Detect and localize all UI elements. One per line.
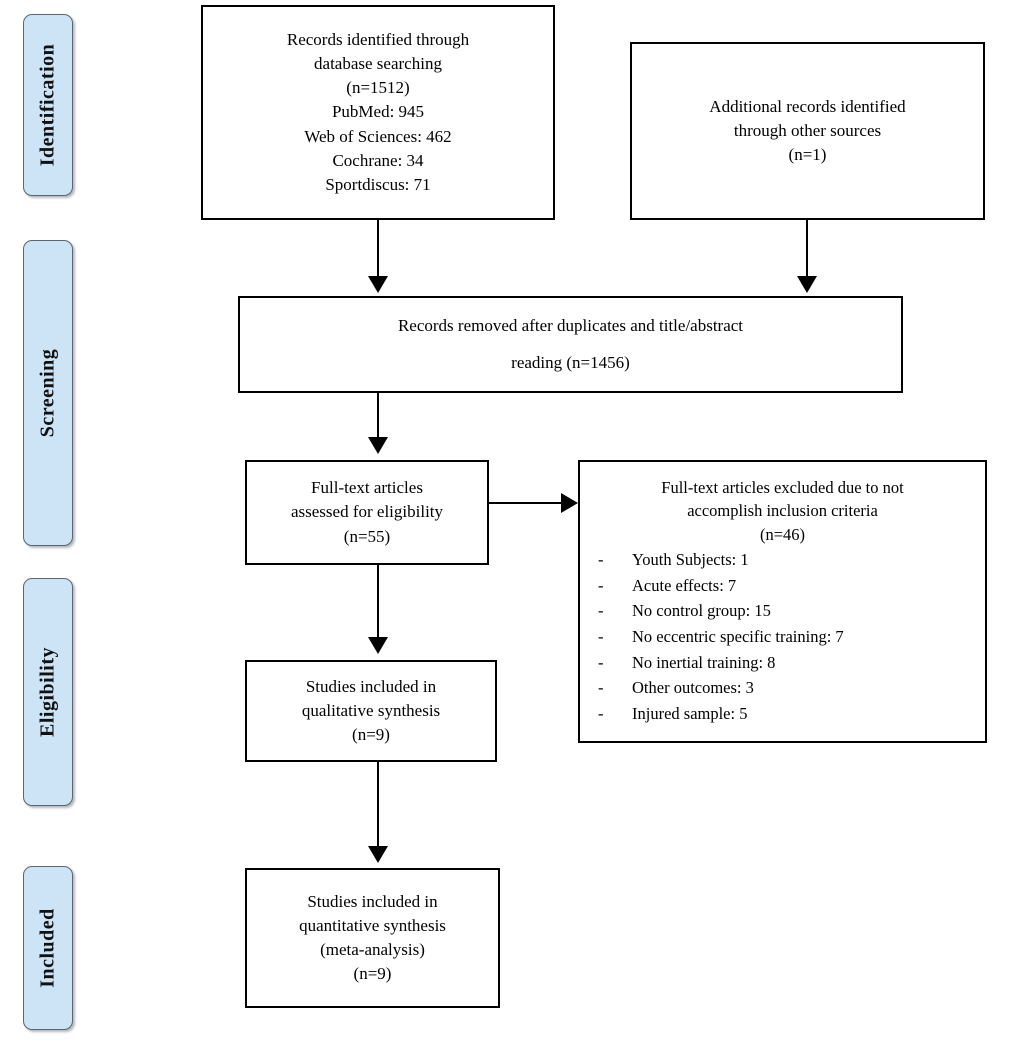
box-quantitative-synthesis: Studies included in quantitative synthes… bbox=[245, 868, 500, 1008]
connector-removed-to-assessed bbox=[377, 393, 379, 441]
box-records-identified-line-6: Cochrane: 34 bbox=[332, 150, 424, 170]
box-fulltext-assessed-line-2: assessed for eligibility bbox=[290, 502, 444, 522]
connector-additional-to-removed bbox=[806, 220, 808, 280]
exclusion-dash-marker: - bbox=[598, 575, 604, 595]
connector-identified-to-removed bbox=[377, 220, 379, 280]
connector-assessed-to-qualitative bbox=[377, 565, 379, 641]
box-fulltext-excluded-line-3: (n=46) bbox=[759, 524, 806, 544]
box-records-removed: Records removed after duplicates and tit… bbox=[238, 296, 903, 393]
box-fulltext-assessed-line-3: (n=55) bbox=[343, 526, 391, 546]
exclusion-reason-text: No control group: 15 bbox=[632, 601, 771, 621]
arrowhead-removed-to-assessed bbox=[368, 437, 388, 454]
arrowhead-identified-to-removed bbox=[368, 276, 388, 293]
exclusion-dash-marker: - bbox=[598, 652, 604, 672]
box-quantitative-synthesis-line-1: Studies included in bbox=[307, 891, 438, 911]
box-fulltext-assessed-line-1: Full-text articles bbox=[311, 478, 423, 498]
stage-tab-identification: Identification bbox=[23, 14, 73, 196]
box-quantitative-synthesis-line-2: quantitative synthesis bbox=[299, 915, 446, 935]
box-additional-records-line-3: (n=1) bbox=[788, 145, 827, 165]
box-records-removed-line-2: reading (n=1456) bbox=[511, 352, 630, 372]
stage-tab-eligibility-label: Eligibility bbox=[36, 647, 59, 737]
arrowhead-qualitative-to-quantitative bbox=[368, 846, 388, 863]
exclusion-reason-text: Other outcomes: 3 bbox=[632, 678, 754, 698]
connector-qualitative-to-quantitative bbox=[377, 762, 379, 850]
exclusion-reason-list: - Youth Subjects: 1 - Acute effects: 7 -… bbox=[580, 547, 985, 726]
box-records-identified-line-3: (n=1512) bbox=[346, 78, 410, 98]
box-fulltext-excluded-line-2: accomplish inclusion criteria bbox=[687, 501, 878, 521]
box-fulltext-assessed: Full-text articles assessed for eligibil… bbox=[245, 460, 489, 565]
box-records-identified-line-5: Web of Sciences: 462 bbox=[304, 126, 452, 146]
exclusion-dash-marker: - bbox=[598, 626, 604, 646]
box-qualitative-synthesis: Studies included in qualitative synthesi… bbox=[245, 660, 497, 762]
box-qualitative-synthesis-line-3: (n=9) bbox=[352, 725, 390, 745]
exclusion-dash-marker: - bbox=[598, 601, 604, 621]
box-records-identified-line-7: Sportdiscus: 71 bbox=[325, 174, 431, 194]
box-quantitative-synthesis-line-4: (n=9) bbox=[353, 964, 392, 984]
arrowhead-assessed-to-excluded bbox=[561, 493, 578, 513]
box-fulltext-excluded-heading: Full-text articles excluded due to not a… bbox=[580, 476, 985, 546]
exclusion-reason-item: - Other outcomes: 3 bbox=[598, 675, 985, 701]
box-records-removed-line-1: Records removed after duplicates and tit… bbox=[397, 316, 744, 336]
exclusion-reason-item: - No control group: 15 bbox=[598, 598, 985, 624]
exclusion-reason-item: - Acute effects: 7 bbox=[598, 573, 985, 599]
exclusion-dash-marker: - bbox=[598, 678, 604, 698]
box-records-identified-line-2: database searching bbox=[314, 54, 442, 74]
box-fulltext-excluded-line-1: Full-text articles excluded due to not bbox=[661, 478, 904, 497]
arrowhead-assessed-to-qualitative bbox=[368, 637, 388, 654]
exclusion-reason-text: No inertial training: 8 bbox=[632, 652, 776, 672]
exclusion-reason-item: - Youth Subjects: 1 bbox=[598, 547, 985, 573]
box-qualitative-synthesis-line-1: Studies included in bbox=[305, 676, 437, 696]
exclusion-reason-item: - No eccentric specific training: 7 bbox=[598, 624, 985, 650]
arrowhead-additional-to-removed bbox=[797, 276, 817, 293]
exclusion-reason-text: Youth Subjects: 1 bbox=[632, 550, 749, 570]
exclusion-reason-item: - No inertial training: 8 bbox=[598, 650, 985, 676]
box-additional-records: Additional records identified through ot… bbox=[630, 42, 985, 220]
box-records-identified-line-4: PubMed: 945 bbox=[331, 102, 425, 122]
exclusion-dash-marker: - bbox=[598, 703, 604, 723]
exclusion-reason-text: Injured sample: 5 bbox=[632, 703, 748, 723]
exclusion-dash-marker: - bbox=[598, 550, 604, 570]
exclusion-reason-item: - Injured sample: 5 bbox=[598, 701, 985, 727]
stage-tab-identification-label: Identification bbox=[36, 43, 59, 167]
stage-tab-screening: Screening bbox=[23, 240, 73, 546]
connector-assessed-to-excluded bbox=[489, 502, 563, 504]
box-records-identified-line-1: Records identified through bbox=[286, 30, 470, 50]
stage-tab-included-label: Included bbox=[36, 908, 59, 988]
stage-tab-eligibility: Eligibility bbox=[23, 578, 73, 806]
box-fulltext-excluded: Full-text articles excluded due to not a… bbox=[578, 460, 987, 743]
box-additional-records-line-2: through other sources bbox=[733, 120, 882, 140]
box-qualitative-synthesis-line-2: qualitative synthesis bbox=[301, 700, 441, 720]
box-quantitative-synthesis-line-3: (meta-analysis) bbox=[320, 940, 425, 959]
stage-tab-included: Included bbox=[23, 866, 73, 1030]
box-additional-records-line-1: Additional records identified bbox=[709, 96, 906, 116]
box-records-identified: Records identified through database sear… bbox=[201, 5, 555, 220]
exclusion-reason-text: Acute effects: 7 bbox=[632, 575, 737, 595]
stage-tab-screening-label: Screening bbox=[36, 348, 59, 438]
exclusion-reason-text: No eccentric specific training: 7 bbox=[632, 626, 844, 646]
